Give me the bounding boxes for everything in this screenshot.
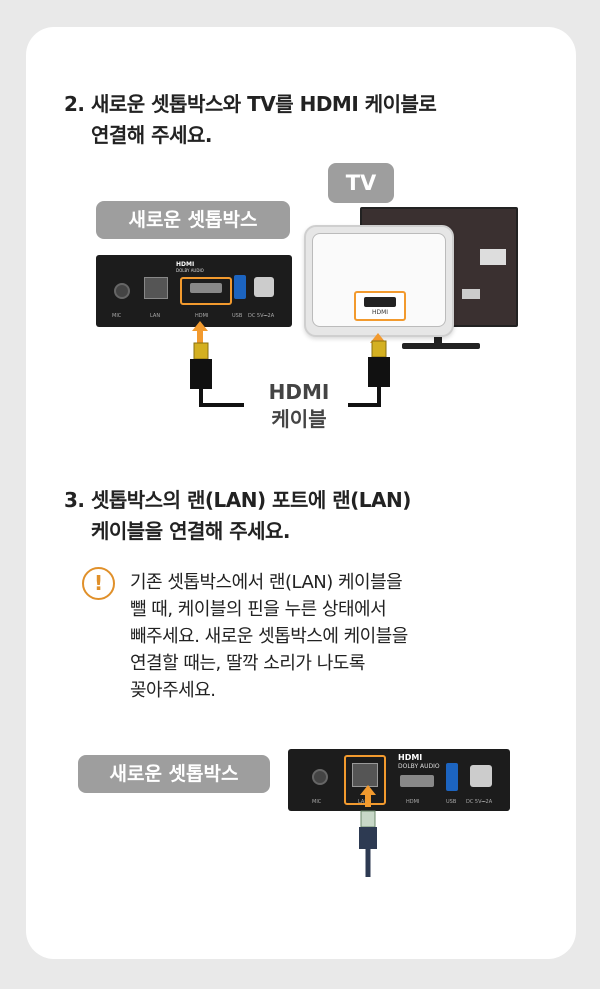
lan-port-2: [352, 763, 378, 787]
hdmi-cable: [190, 340, 390, 407]
settop-box-2: HDMI DOLBY AUDIO MIC LAN HDMI USB DC 5V⎓…: [288, 749, 510, 811]
note-line-5: 꽂아주세요.: [130, 680, 216, 701]
mic-port-2: [312, 769, 328, 785]
note-line-4: 연결할 때는, 딸깍 소리가 나도록: [130, 653, 365, 674]
tv-stand-base: [402, 343, 480, 349]
brand-hdmi-2: HDMI: [398, 753, 423, 762]
port-label-hdmi-2: HDMI: [406, 799, 420, 805]
port-label-lan-2: LAN: [358, 799, 369, 805]
usb-port-2: [446, 763, 458, 791]
lan-port: [144, 277, 168, 299]
port-label-dc: DC 5V⎓2A: [248, 313, 275, 319]
hdmi-port: [190, 283, 222, 293]
port-label-mic: MIC: [112, 313, 122, 319]
tv-rear-sticker: [462, 289, 480, 299]
note-line-2: 뺄 때, 케이블의 핀을 누른 상태에서: [130, 599, 387, 620]
hdmi-cable-label: HDMI 케이블: [254, 379, 344, 433]
port-label-lan: LAN: [150, 313, 161, 319]
step3-title: 3. 셋톱박스의 랜(LAN) 포트에 랜(LAN) 케이블을 연결해 주세요.: [64, 485, 411, 547]
step3-line2: 케이블을 연결해 주세요.: [91, 519, 291, 543]
step3-line1: 3. 셋톱박스의 랜(LAN) 포트에 랜(LAN): [64, 488, 411, 512]
usb-port: [234, 275, 246, 299]
cable-label-line2: 케이블: [271, 407, 327, 431]
dc-port-2: [470, 765, 492, 787]
lan-cable: [359, 810, 377, 877]
tv-hdmi-port: [364, 297, 396, 307]
brand-dolby: DOLBY AUDIO: [176, 268, 204, 273]
hdmi-connection-diagram: TV 새로운 셋톱박스 HDMI HDMI DOLBY AUDIO: [26, 157, 576, 447]
note-line-3: 빼주세요. 새로운 셋톱박스에 케이블을: [130, 626, 408, 647]
brand-hdmi: HDMI: [176, 261, 195, 268]
hdmi-port-2: [400, 775, 434, 787]
step2-line2: 연결해 주세요.: [91, 123, 212, 147]
settop-box: HDMI DOLBY AUDIO MIC LAN HDMI USB DC 5V⎓…: [96, 255, 292, 327]
dc-port: [254, 277, 274, 297]
settop-label-2: 새로운 셋톱박스: [78, 755, 270, 793]
port-label-usb-2: USB: [446, 799, 457, 805]
port-label-dc-2: DC 5V⎓2A: [466, 799, 493, 805]
note-line-1: 기존 셋톱박스에서 랜(LAN) 케이블을: [130, 572, 403, 593]
exclamation-icon: !: [82, 567, 115, 600]
hdmi-port-highlight: [180, 277, 232, 305]
step2-line1: 2. 새로운 셋톱박스와 TV를 HDMI 케이블로: [64, 92, 437, 116]
lan-cable-note: 기존 셋톱박스에서 랜(LAN) 케이블을 뺄 때, 케이블의 핀을 누른 상태…: [130, 569, 408, 704]
cable-label-line1: HDMI: [268, 380, 330, 404]
step2-title: 2. 새로운 셋톱박스와 TV를 HDMI 케이블로 연결해 주세요.: [64, 89, 437, 151]
tv-label: TV: [328, 163, 394, 203]
port-label-hdmi: HDMI: [195, 313, 209, 319]
tv-port-zoom: HDMI: [304, 225, 454, 337]
tv-hdmi-port-highlight: HDMI: [354, 291, 406, 321]
instruction-card: 2. 새로운 셋톱박스와 TV를 HDMI 케이블로 연결해 주세요. TV 새…: [26, 27, 576, 959]
arrow-up-icon: [360, 785, 376, 807]
arrow-up-icon: [192, 321, 208, 343]
settop-label: 새로운 셋톱박스: [96, 201, 290, 239]
mic-port: [114, 283, 130, 299]
port-label-mic-2: MIC: [312, 799, 322, 805]
tv-hdmi-port-label: HDMI: [371, 309, 389, 316]
lan-connection-diagram: 새로운 셋톱박스 HDMI DOLBY AUDIO MIC LAN HDMI U…: [26, 745, 576, 885]
tv-rear-panel: [480, 249, 506, 265]
port-label-usb: USB: [232, 313, 243, 319]
brand-dolby-2: DOLBY AUDIO: [398, 763, 440, 770]
